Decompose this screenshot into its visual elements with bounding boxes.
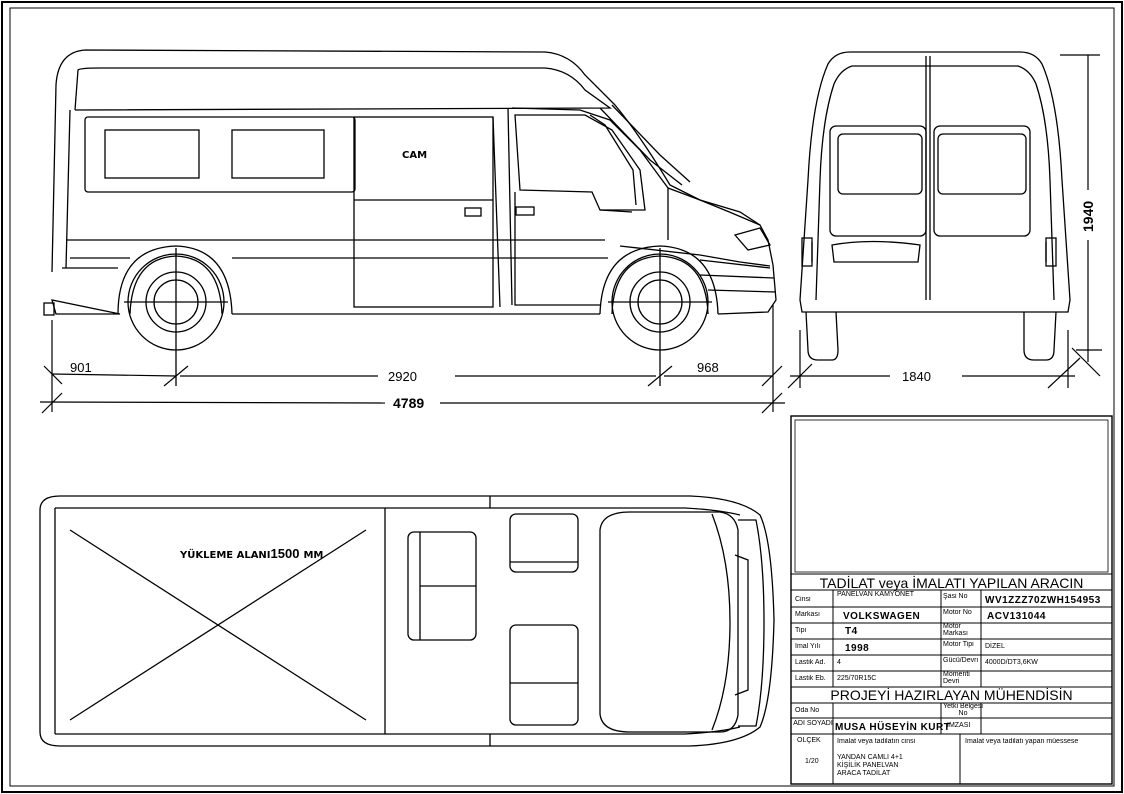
dim-front-overhang: 968 [697, 360, 719, 375]
motor-tipi-label: Motor Tipi [943, 641, 974, 648]
lastik-ad-label: Lastik Ad. [795, 659, 826, 666]
imal-value: 1998 [845, 643, 870, 654]
glass-label: CAM [402, 150, 427, 161]
tadilat-cinsi-label: İmalat veya tadilatın cinsi [837, 738, 916, 745]
yetki-label: Yetki Belgesi No [943, 703, 983, 717]
guc-value: 4000D/DT3,6KW [985, 659, 1038, 666]
load-area-value: 1500 [271, 546, 300, 561]
load-area-prefix: YÜKLEME ALANI [179, 547, 271, 561]
sasi-value: WV1ZZZ70ZWH154953 [985, 595, 1101, 606]
dim-overall-height: 1940 [1080, 201, 1096, 232]
rear-dimension-lines [787, 54, 1102, 389]
top-view [39, 495, 775, 747]
dim-overall-length: 4789 [393, 395, 424, 411]
load-area-unit: MM [303, 550, 323, 561]
markasi-label: Markası [795, 611, 820, 618]
title-block-frame [790, 415, 1113, 785]
motor-no-label: Motor No [943, 609, 972, 616]
moment-label: Momenti Devri [943, 671, 970, 685]
imal-label: İmal Yılı [795, 643, 821, 650]
dim-overall-width: 1840 [902, 369, 931, 384]
side-view [43, 49, 777, 316]
lastik-eb-value: 225/70R15C [837, 675, 877, 682]
rear-view [799, 51, 1071, 361]
lastik-ad-value: 4 [837, 659, 841, 666]
front-wheel [608, 248, 712, 386]
markasi-value: VOLKSWAGEN [843, 611, 921, 622]
olcek-value: 1/20 [805, 758, 819, 765]
adi-value: MUSA HÜSEYİN KURT [835, 722, 951, 733]
tipi-value: T4 [845, 626, 858, 637]
tipi-label: Tipi [795, 627, 807, 634]
dim-rear-overhang: 901 [70, 360, 92, 375]
cinsi-value: PANELVAN KAMYONET [837, 591, 915, 598]
lastik-eb-label: Lastik Eb. [795, 675, 826, 682]
title-block: TADİLAT veya İMALATI YAPILAN ARACIN Cins… [791, 574, 1112, 784]
muessese-label: İmalat veya tadilatı yapan müessese [965, 738, 1079, 745]
motor-tipi-value: DİZEL [985, 643, 1005, 650]
rear-wheel [124, 248, 228, 386]
engineer-header: PROJEYİ HAZIRLAYAN MÜHENDİSİN [830, 687, 1073, 703]
imza-label: İMZASI [947, 722, 971, 729]
guc-label: Gücü/Devri [943, 657, 979, 664]
sasi-label: Şasi No [943, 593, 968, 600]
side-dimension-lines [39, 305, 785, 414]
motor-markasi-label: Motor Markası [943, 623, 968, 637]
adi-label: ADI SOYADI [793, 720, 833, 727]
title-block-header: TADİLAT veya İMALATI YAPILAN ARACIN [819, 575, 1084, 591]
tadilat-cinsi-value: YANDAN CAMLI 4+1 KİŞİLİK PANELVAN ARACA … [837, 754, 903, 777]
motor-no-value: ACV131044 [987, 611, 1046, 622]
oda-label: Oda No [795, 707, 820, 714]
dim-wheelbase: 2920 [388, 369, 417, 384]
olcek-label: ÖLÇEK [797, 737, 821, 744]
cinsi-label: Cinsi [795, 596, 811, 603]
